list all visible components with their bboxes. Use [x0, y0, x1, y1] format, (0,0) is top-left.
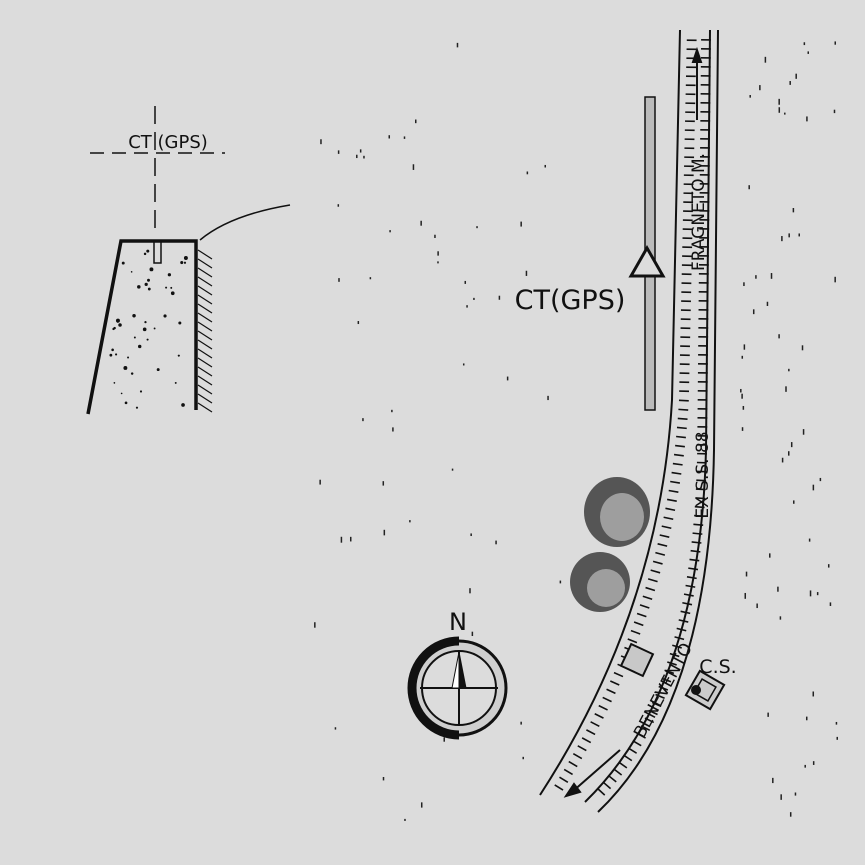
benchmark-pin	[153, 240, 162, 264]
station-label: CT(GPS)	[515, 285, 626, 316]
compass-icon	[407, 636, 508, 740]
tree-icon	[584, 477, 650, 547]
road	[539, 29, 719, 813]
house-icon	[684, 669, 726, 711]
station-triangle-icon	[628, 244, 666, 278]
road-name-label: EX S.S. 88	[693, 431, 713, 518]
tree-icon	[570, 552, 630, 612]
north-label: N	[449, 608, 467, 636]
house-point	[691, 685, 701, 695]
pillar-outline	[86, 239, 198, 415]
house-label: C.S.	[699, 656, 736, 678]
benchmark-detail: CT (GPS)	[86, 106, 291, 415]
arrow-south-icon	[563, 749, 621, 798]
shed-icon	[619, 642, 655, 678]
road-north-label: FRAGNETO M.	[689, 153, 709, 271]
detail-label: CT (GPS)	[128, 132, 208, 153]
ground-line	[199, 204, 291, 241]
arrow-north-icon	[691, 46, 703, 120]
